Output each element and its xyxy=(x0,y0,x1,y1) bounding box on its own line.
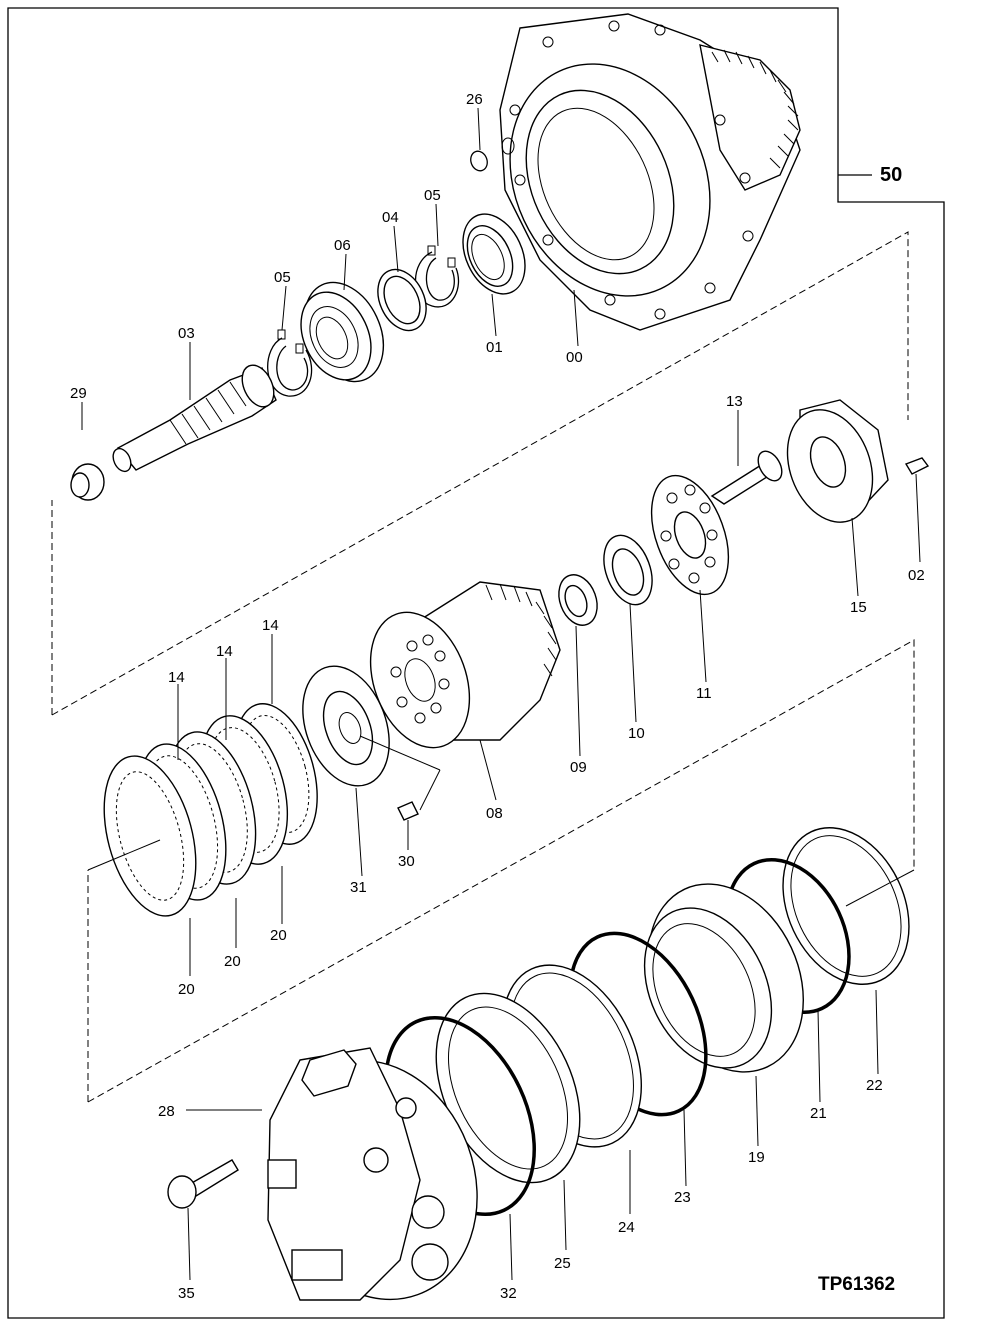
pin-part-02 xyxy=(904,457,930,475)
callout-06: 06 xyxy=(334,237,351,254)
pin-part-31 xyxy=(397,801,419,821)
spacer-ring-part-03 xyxy=(377,268,427,332)
bushing-part-29 xyxy=(70,463,105,501)
callout-09: 09 xyxy=(570,759,587,776)
callout-21: 21 xyxy=(810,1105,827,1122)
callout-05-top: 05 xyxy=(424,187,441,204)
callout-10: 10 xyxy=(628,725,645,742)
callout-14-right: 14 xyxy=(262,617,279,634)
callout-29: 29 xyxy=(70,385,87,402)
swash-plate-part-32 xyxy=(302,665,390,787)
callout-31: 30 xyxy=(398,853,415,870)
shaft-part-04 xyxy=(112,364,277,473)
plug-part-35 xyxy=(167,1159,239,1209)
callout-26: 26 xyxy=(466,91,483,108)
bearing-part-06 xyxy=(300,281,385,383)
callout-20-c: 20 xyxy=(270,927,287,944)
callout-14-left: 14 xyxy=(168,669,185,686)
callout-13: 13 xyxy=(726,393,743,410)
retainer-plate-part-11 xyxy=(650,474,730,596)
leader-lines xyxy=(81,107,921,1281)
callout-08: 08 xyxy=(486,805,503,822)
callout-30: 32 xyxy=(500,1285,517,1302)
piston-part-19 xyxy=(643,883,804,1073)
snap-ring-part-05-left xyxy=(267,337,313,397)
pin-part-13 xyxy=(710,450,783,505)
callout-28: 28 xyxy=(158,1103,175,1120)
assembly-number: 50 xyxy=(880,164,902,186)
callout-25: 25 xyxy=(554,1255,571,1272)
callout-35: 35 xyxy=(178,1285,195,1302)
callout-32: 31 xyxy=(350,879,367,896)
o-ring-part-26 xyxy=(470,150,488,172)
callout-03: 04 xyxy=(382,209,399,226)
callout-00: 00 xyxy=(566,349,583,366)
section-boundary-lower xyxy=(87,639,915,1103)
bearing-part-10 xyxy=(603,534,653,606)
valve-plate-part-15 xyxy=(786,399,889,523)
callout-20-a: 20 xyxy=(178,981,195,998)
callout-04: 03 xyxy=(178,325,195,342)
snap-ring-part-05 xyxy=(414,251,460,308)
drawing-id: TP61362 xyxy=(818,1274,895,1295)
cylinder-block-part-08 xyxy=(369,581,561,749)
callout-labels: 26 05 04 06 05 03 29 01 00 13 15 02 11 1… xyxy=(70,91,925,1302)
housing-part-00 xyxy=(499,13,801,331)
section-boundary-upper xyxy=(51,231,909,716)
seal-part-01 xyxy=(462,213,526,295)
callout-23: 23 xyxy=(674,1189,691,1206)
callout-01: 01 xyxy=(486,339,503,356)
callout-22: 22 xyxy=(866,1077,883,1094)
callout-02: 02 xyxy=(908,567,925,584)
callout-24: 24 xyxy=(618,1219,635,1236)
rear-flange-part-28 xyxy=(267,1047,478,1301)
callout-20-b: 20 xyxy=(224,953,241,970)
callout-05-left: 05 xyxy=(274,269,291,286)
callout-19: 19 xyxy=(748,1149,765,1166)
bushing-part-09 xyxy=(558,574,598,626)
friction-plates-part-14-20 xyxy=(103,703,318,917)
callout-14-mid: 14 xyxy=(216,643,233,660)
drawing-frame xyxy=(7,7,945,1319)
callout-11: 11 xyxy=(696,685,712,702)
callout-15: 15 xyxy=(850,599,867,616)
